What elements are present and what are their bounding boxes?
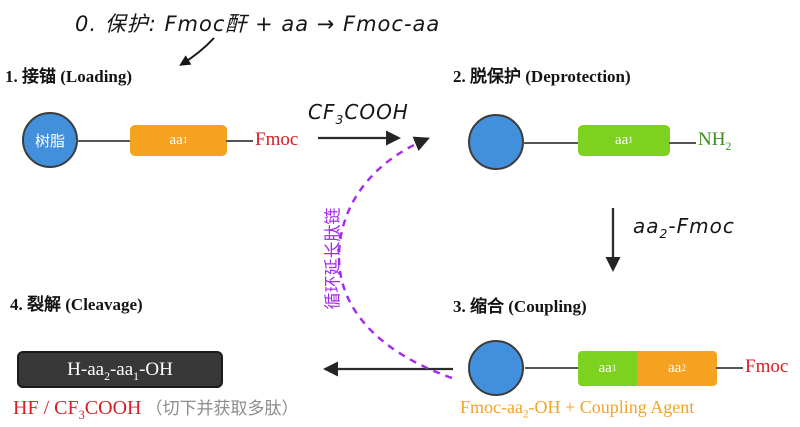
step3-fmoc-label: Fmoc — [745, 356, 789, 377]
aa1-label: aa — [169, 132, 183, 148]
connector-line — [523, 142, 579, 144]
deprotection-reagent-label: CF3COOH — [308, 100, 409, 127]
connector-line — [716, 367, 743, 369]
handwritten-note-arrow — [179, 37, 215, 66]
step1-resin-bead: 树脂 — [22, 112, 78, 168]
cycle-label: 循环延长肽链 — [323, 207, 343, 310]
cycle-arrow — [337, 136, 453, 380]
connector-line — [525, 367, 578, 369]
aa2-label: aa — [668, 360, 682, 376]
aa1-label: aa — [598, 360, 612, 376]
connector-line — [669, 142, 696, 144]
aa1-label: aa — [615, 132, 629, 148]
coupling-reagent-label: aa2-Fmoc — [633, 214, 735, 241]
step2-resin-bead — [468, 114, 524, 170]
step2-nh2-label: NH2 — [698, 129, 732, 153]
connector-line — [76, 140, 131, 142]
product-box: H-aa2-aa1-OH — [17, 351, 223, 388]
cleavage-caption: HF / CF3COOH （切下并获取多肽） — [13, 394, 299, 422]
step1-fmoc-label: Fmoc — [255, 129, 299, 150]
step2-title: 2. 脱保护 (Deprotection) — [453, 67, 631, 86]
step1-title: 1. 接锚 (Loading) — [5, 67, 133, 86]
cleavage-reagent-label: HF / CF3COOH — [13, 397, 142, 422]
coupling-caption: Fmoc-aa2-OH + Coupling Agent — [460, 397, 695, 421]
resin-label: 树脂 — [34, 133, 65, 150]
step4-title: 4. 裂解 (Cleavage) — [10, 295, 143, 314]
step3-title: 3. 缩合 (Coupling) — [453, 297, 587, 316]
step3-resin-bead — [468, 340, 524, 396]
cleavage-note: （切下并获取多肽） — [145, 399, 299, 418]
handwritten-protection-note: 0. 保护: Fmoc酐 + aa → Fmoc-aa — [75, 12, 441, 36]
product-label: H-aa2-aa1-OH — [67, 358, 173, 383]
connector-line — [226, 140, 253, 142]
